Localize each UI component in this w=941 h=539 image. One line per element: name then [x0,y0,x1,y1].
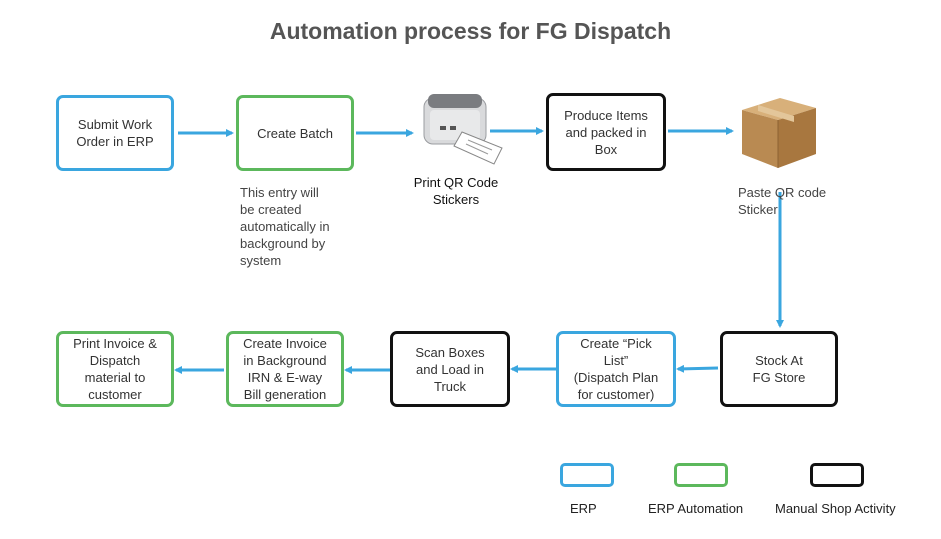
legend-manual-swatch [810,463,864,487]
node-stock-at-store: Stock At FG Store [720,331,838,407]
legend-erp-label: ERP [570,501,597,516]
legend-automation-label: ERP Automation [648,501,744,516]
diagram-title: Automation process for FG Dispatch [269,18,672,44]
batch-automation-note: This entry will be created automatically… [240,185,330,268]
box-label: Paste QR code Sticker [738,185,827,217]
printer-label: Print QR Code Stickers [413,175,499,207]
arrow-stock-to-picklist [676,364,719,373]
cardboard-box-icon [736,92,822,172]
legend-automation-swatch [674,463,728,487]
label-printer-icon [414,88,504,168]
legend-manual-label: Manual Shop Activity [775,501,896,516]
node-print-invoice: Print Invoice & Dispatch material to cus… [56,331,174,407]
node-create-batch: Create Batch [236,95,354,171]
node-submit-work-order: Submit Work Order in ERP [56,95,174,171]
node-create-pick-list: Create “Pick List” (Dispatch Plan for cu… [556,331,676,407]
legend-erp-swatch [560,463,614,487]
node-produce-items: Produce Items and packed in Box [546,93,666,171]
node-scan-boxes: Scan Boxes and Load in Truck [390,331,510,407]
node-create-invoice: Create Invoice in Background IRN & E-way… [226,331,344,407]
